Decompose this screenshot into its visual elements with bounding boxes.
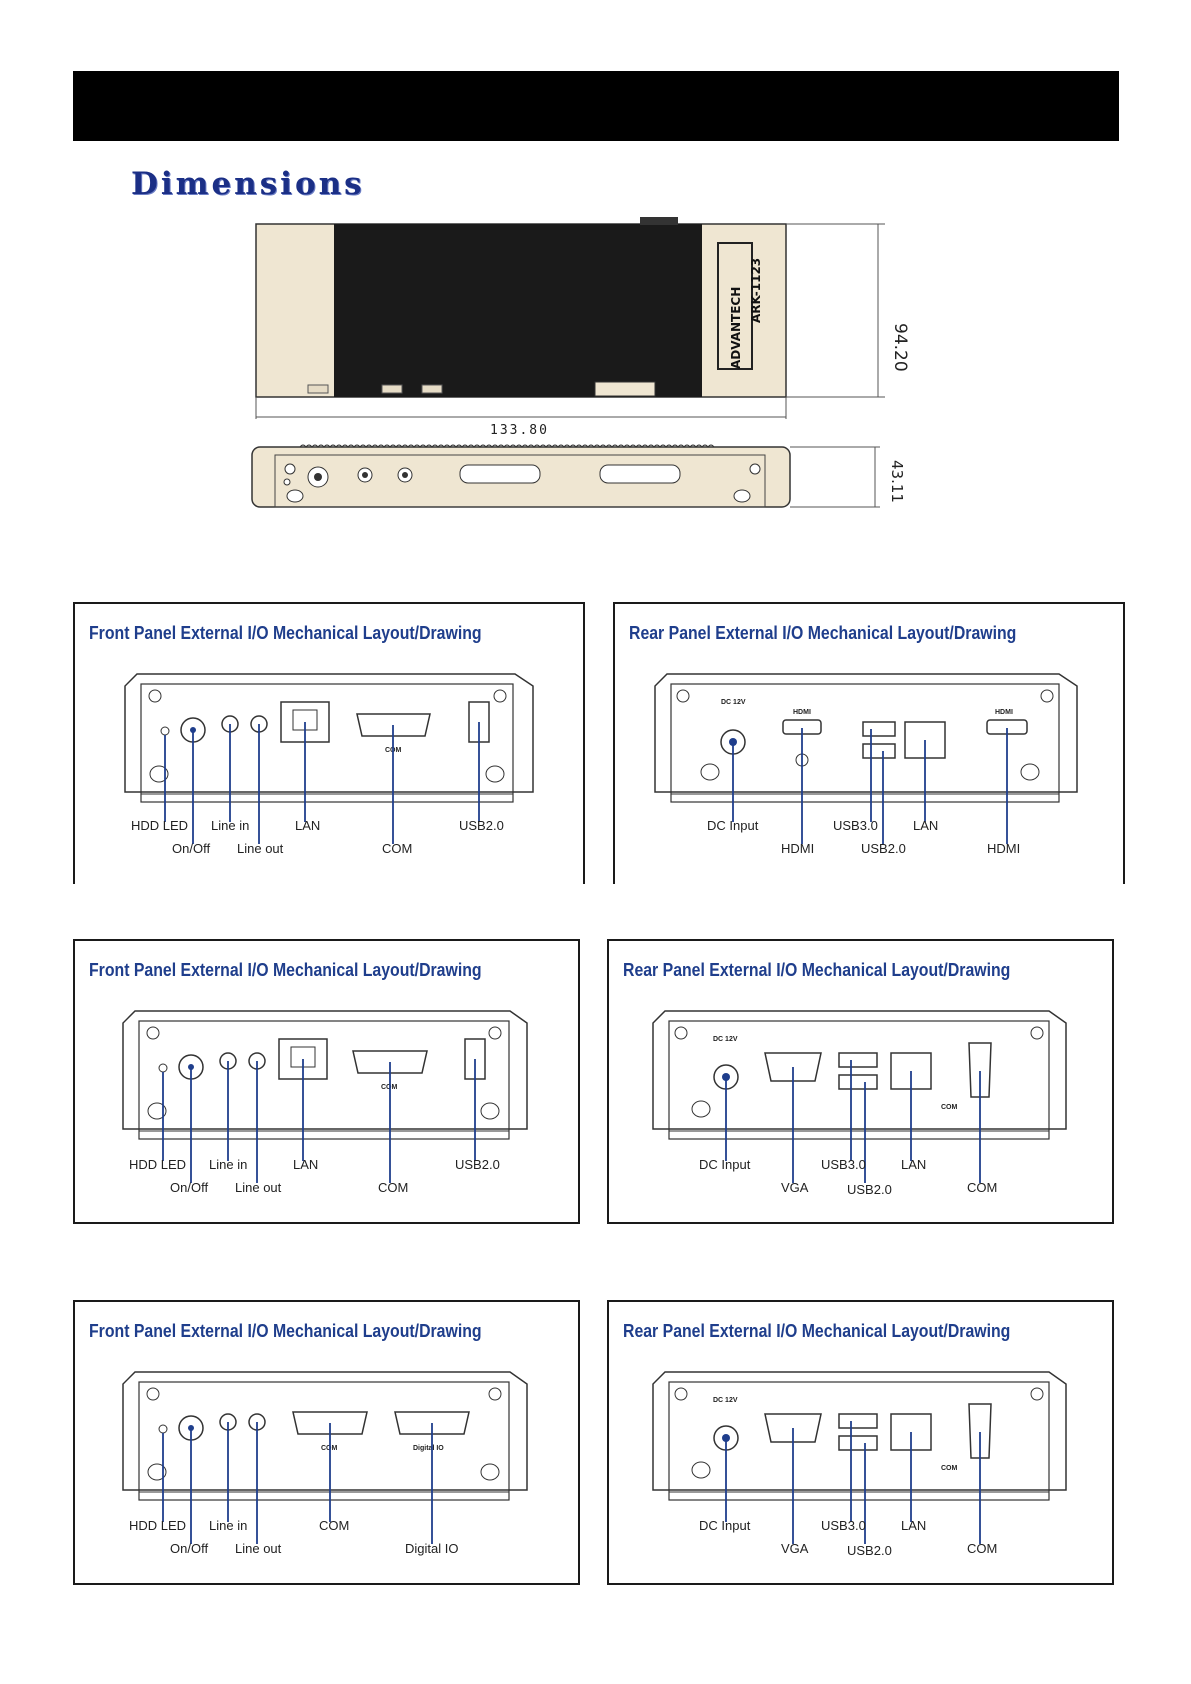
label-line-in: Line in [209, 1518, 247, 1533]
label-on-off: On/Off [170, 1541, 208, 1556]
label-lan: LAN [913, 818, 938, 833]
label-on-off: On/Off [172, 841, 210, 856]
label-dc-input: DC Input [699, 1518, 751, 1533]
label-usb3: USB3.0 [821, 1157, 866, 1172]
model-label: ADVANTECH [729, 287, 743, 369]
label-vga: VGA [781, 1541, 809, 1556]
label-usb2: USB2.0 [455, 1157, 500, 1172]
width-dimension: 133.80 [490, 423, 549, 438]
label-line-in: Line in [209, 1157, 247, 1172]
label-com: COM [319, 1518, 349, 1533]
label-hdd-led: HDD LED [131, 818, 188, 833]
chassis-label: HDMI [793, 709, 811, 716]
label-digital-io: Digital IO [405, 1541, 458, 1556]
label-hdd-led: HDD LED [129, 1518, 186, 1533]
front-panel-3: Front Panel External I/O Mechanical Layo… [73, 1300, 580, 1585]
chassis-label: DC 12V [713, 1397, 738, 1404]
front-panel-2: Front Panel External I/O Mechanical Layo… [73, 939, 580, 1224]
label-com: COM [378, 1180, 408, 1195]
label-dc-input: DC Input [707, 818, 759, 833]
rear-panel-1: Rear Panel External I/O Mechanical Layou… [613, 602, 1125, 884]
label-usb2: USB2.0 [847, 1543, 892, 1558]
label-com: COM [967, 1541, 997, 1556]
depth-dimension: 43.11 [888, 460, 906, 503]
label-dc-input: DC Input [699, 1157, 751, 1172]
panel-title: Front Panel External I/O Mechanical Layo… [89, 960, 482, 980]
label-lan: LAN [295, 818, 320, 833]
label-hdmi: HDMI [781, 841, 814, 856]
model-number: ARK-1123 [749, 258, 763, 323]
front-panel-1: Front Panel External I/O Mechanical Layo… [73, 602, 585, 884]
header-bar [73, 71, 1119, 141]
label-lan: LAN [901, 1157, 926, 1172]
rear-panel-3: Rear Panel External I/O Mechanical Layou… [607, 1300, 1114, 1585]
dimensions-heading: Dimensions [131, 166, 365, 202]
dimension-drawing: ADVANTECH ARK-1123 94.20 133.80 43.11 [251, 217, 910, 508]
label-line-in: Line in [211, 818, 249, 833]
label-usb3: USB3.0 [821, 1518, 866, 1533]
panel-title: Rear Panel External I/O Mechanical Layou… [629, 623, 1017, 643]
panel-title: Front Panel External I/O Mechanical Layo… [89, 1321, 482, 1341]
label-usb2: USB2.0 [861, 841, 906, 856]
chassis-label: COM [941, 1465, 958, 1472]
label-vga: VGA [781, 1180, 809, 1195]
chassis-label: Digital IO [413, 1445, 444, 1452]
panel-title: Rear Panel External I/O Mechanical Layou… [623, 960, 1011, 980]
label-usb3: USB3.0 [833, 818, 878, 833]
chassis-label: DC 12V [713, 1036, 738, 1043]
label-hdmi-2: HDMI [987, 841, 1020, 856]
label-line-out: Line out [235, 1180, 282, 1195]
chassis-label: HDMI [995, 709, 1013, 716]
rear-panel-2: Rear Panel External I/O Mechanical Layou… [607, 939, 1114, 1224]
label-lan: LAN [293, 1157, 318, 1172]
label-on-off: On/Off [170, 1180, 208, 1195]
label-usb2: USB2.0 [459, 818, 504, 833]
label-lan: LAN [901, 1518, 926, 1533]
label-usb2: USB2.0 [847, 1182, 892, 1197]
label-hdd-led: HDD LED [129, 1157, 186, 1172]
chassis-label: COM [941, 1104, 958, 1111]
label-com: COM [967, 1180, 997, 1195]
height-dimension: 94.20 [890, 323, 910, 372]
chassis-label: DC 12V [721, 699, 746, 706]
panel-title: Front Panel External I/O Mechanical Layo… [89, 623, 482, 643]
label-line-out: Line out [235, 1541, 282, 1556]
label-line-out: Line out [237, 841, 284, 856]
label-com: COM [382, 841, 412, 856]
panel-title: Rear Panel External I/O Mechanical Layou… [623, 1321, 1011, 1341]
